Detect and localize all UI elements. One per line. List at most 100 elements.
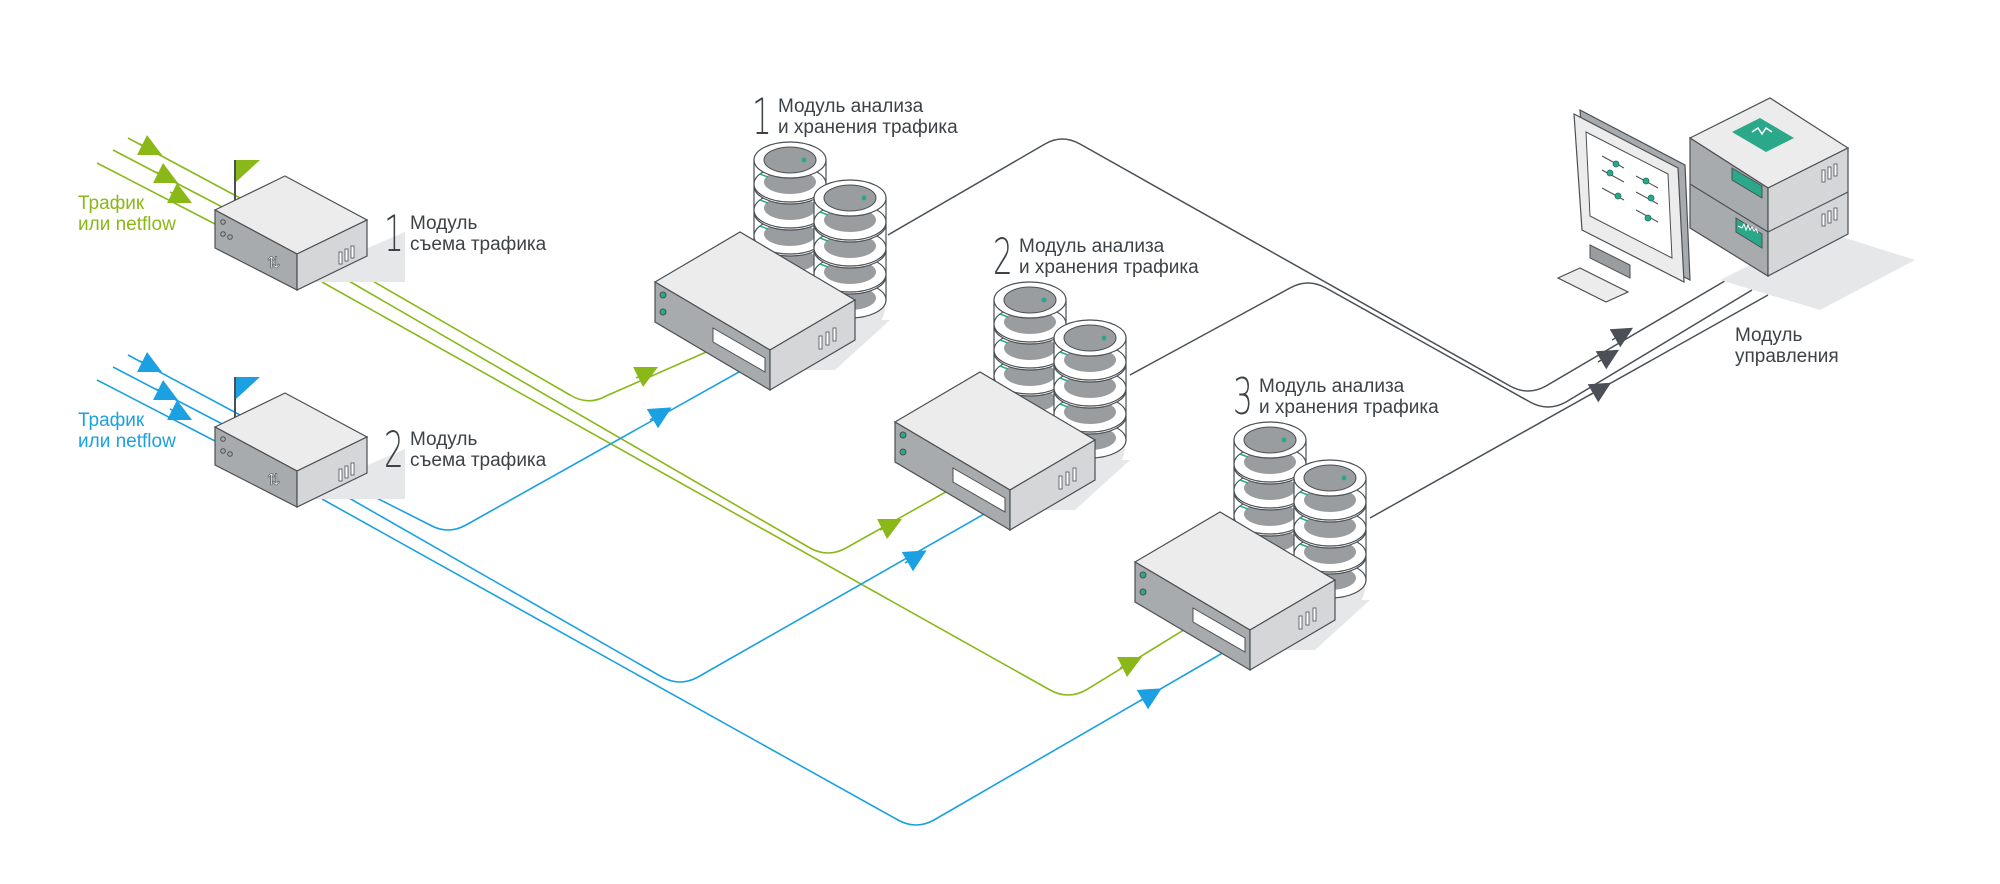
device-side	[296, 219, 368, 291]
device-led	[220, 448, 226, 454]
server-vent	[1065, 471, 1070, 486]
analyzer-3-device[interactable]	[1133, 421, 1370, 672]
device-led	[227, 234, 233, 240]
source-2-incoming-lines	[96, 351, 241, 442]
collector-1-label: 1 Модуль съема трафика	[384, 205, 547, 263]
flag-icon	[236, 377, 260, 399]
source-1-incoming-lines	[96, 134, 241, 225]
connection-collector1-analyzer3	[321, 281, 1201, 696]
management-shadow	[1720, 230, 1915, 310]
database-disk-icon	[1053, 319, 1127, 459]
analyzer-1-device[interactable]	[653, 141, 890, 392]
analyzer-1-title: Модуль анализа и хранения трафика	[778, 96, 958, 138]
server-vent	[1298, 615, 1303, 630]
connection-arrow	[632, 366, 659, 388]
device-vent	[344, 248, 349, 262]
connection-arrow	[1595, 349, 1620, 370]
device-led	[220, 219, 226, 225]
analyzer-1-number: 1	[752, 88, 772, 146]
incoming-line	[96, 379, 216, 442]
collector-2-number: 2	[384, 421, 404, 479]
incoming-arrow	[136, 351, 163, 373]
connection-arrow	[876, 518, 903, 540]
connection-arrow	[1587, 382, 1612, 403]
shield-pulse-icon	[1732, 118, 1794, 152]
collector-2-title: Модуль съема трафика	[410, 429, 547, 471]
collector-2-label: 2 Модуль съема трафика	[384, 421, 547, 479]
server-vent	[1312, 607, 1317, 622]
server-side	[1249, 578, 1336, 672]
source-2-label: Трафик или netflow	[78, 410, 176, 452]
connection-arrow	[646, 407, 672, 429]
collector-1-title: Модуль съема трафика	[410, 213, 547, 255]
server-port-panel	[952, 467, 1006, 513]
management-server	[1688, 97, 1850, 278]
incoming-arrow	[152, 162, 179, 184]
keyboard-icon	[1556, 267, 1630, 303]
device-vent	[338, 251, 343, 265]
device-vent	[344, 465, 349, 479]
device-led	[227, 451, 233, 457]
incoming-arrow	[152, 379, 179, 401]
analyzer-3-number: 3	[1233, 368, 1253, 426]
server-led	[1139, 571, 1147, 579]
server-vent	[1058, 475, 1063, 490]
collector-1-number: 1	[384, 205, 404, 263]
analyzers-layer	[653, 141, 1370, 672]
connection-arrow	[1136, 688, 1162, 710]
server-vent	[1072, 467, 1077, 482]
server-vent	[1305, 611, 1310, 626]
analyzer-2-number: 2	[993, 228, 1013, 286]
analyzer-2-label: 2 Модуль анализа и хранения трафика	[993, 228, 1199, 286]
analyzer-3-label: 3 Модуль анализа и хранения трафика	[1233, 368, 1439, 426]
server-led	[899, 431, 907, 439]
device-vent	[350, 462, 355, 476]
server-port-panel	[1192, 607, 1246, 653]
collector-1-device[interactable]: ⇅	[213, 160, 405, 291]
connection-arrow	[1116, 656, 1143, 678]
server-side	[1009, 438, 1096, 532]
database-disk-icon	[813, 179, 887, 319]
management-label: Модуль управления	[1735, 325, 1839, 367]
device-led	[220, 231, 226, 237]
source-1-label: Трафик или netflow	[78, 193, 176, 235]
analyzer-2-device[interactable]	[893, 281, 1130, 532]
connection-collector2-analyzer1	[344, 362, 756, 531]
connection-arrow	[1609, 327, 1634, 348]
connection-collector1-analyzer1	[344, 264, 746, 402]
server-led	[899, 448, 907, 456]
device-led	[220, 436, 226, 442]
server-vent	[818, 335, 823, 350]
analyzer-2-title: Модуль анализа и хранения трафика	[1019, 236, 1199, 278]
incoming-arrow	[136, 134, 163, 156]
connection-collector2-analyzer2	[334, 489, 1001, 683]
management-module[interactable]	[1556, 97, 1915, 310]
connection-analyzer2-management	[1129, 282, 1753, 408]
connection-collector2-analyzer3	[321, 498, 1246, 826]
up-down-arrows-icon: ⇅	[267, 472, 280, 489]
up-down-arrows-icon: ⇅	[267, 255, 280, 272]
analyzer-1-label: 1 Модуль анализа и хранения трафика	[752, 88, 958, 146]
monitor-icon	[1573, 108, 1691, 284]
connection-arrow	[901, 550, 927, 572]
server-vent	[832, 327, 837, 342]
flag-icon	[236, 160, 260, 182]
connection-collector1-analyzer2	[334, 272, 961, 554]
server-side	[769, 298, 856, 392]
database-disk-icon	[1233, 421, 1307, 561]
server-vent	[825, 331, 830, 346]
connection-analyzer3-management	[1369, 294, 1769, 519]
analyzer-3-title: Модуль анализа и хранения трафика	[1259, 376, 1439, 418]
connection-analyzer1-management	[887, 138, 1736, 392]
incoming-arrow	[166, 399, 193, 421]
server-led	[659, 308, 667, 316]
device-vent	[338, 468, 343, 482]
server-port-panel	[712, 327, 766, 373]
collector-2-device[interactable]: ⇅	[213, 377, 405, 508]
incoming-line	[96, 162, 216, 225]
server-led	[1139, 588, 1147, 596]
device-side	[296, 436, 368, 508]
incoming-arrow	[166, 182, 193, 204]
server-led	[659, 291, 667, 299]
